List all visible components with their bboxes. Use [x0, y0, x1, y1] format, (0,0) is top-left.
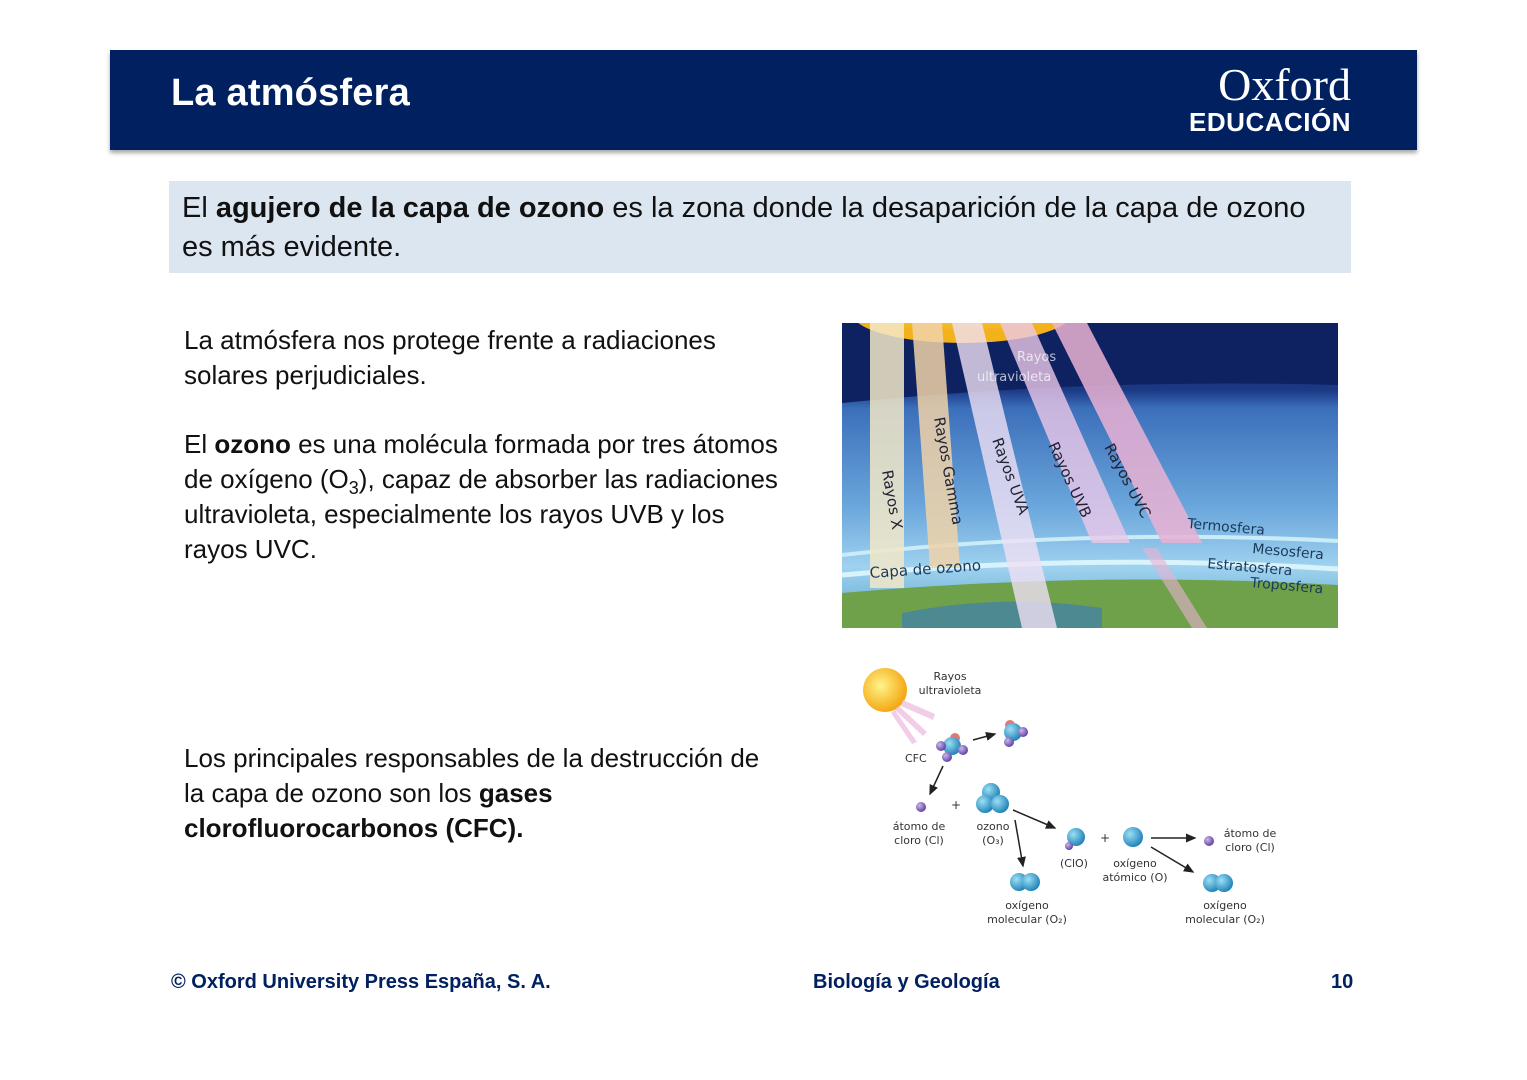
svg-text:Estratosfera: Estratosfera: [1207, 556, 1293, 579]
paragraph-protection: La atmósfera nos protege frente a radiac…: [184, 325, 716, 390]
paragraph-cfc: Los principales responsables de la destr…: [184, 741, 784, 846]
callout-prefix: El: [182, 192, 216, 224]
p2-bold: ozono: [214, 429, 291, 459]
svg-text:molecular (O₂): molecular (O₂): [1185, 913, 1265, 926]
svg-text:oxígeno: oxígeno: [1203, 899, 1247, 912]
svg-text:CFC: CFC: [905, 752, 927, 765]
svg-text:molecular (O₂): molecular (O₂): [987, 913, 1067, 926]
svg-text:oxígeno: oxígeno: [1113, 857, 1157, 870]
svg-text:ozono: ozono: [977, 820, 1010, 833]
footer-subject: Biología y Geología: [813, 971, 1000, 993]
footer-copyright: © Oxford University Press España, S. A.: [171, 971, 551, 993]
svg-text:atómico (O): atómico (O): [1102, 871, 1167, 884]
slide-title: La atmósfera: [171, 72, 410, 114]
definition-callout: El agujero de la capa de ozono es la zon…: [169, 181, 1351, 273]
svg-text:ultravioleta: ultravioleta: [919, 684, 982, 697]
atmosphere-radiation-figure: Rayos ultravioleta Rayos X Rayos Gamma R…: [842, 323, 1338, 628]
p3-bold: gases clorofluorocarbonos (CFC).: [184, 778, 553, 843]
svg-text:+: +: [1100, 831, 1110, 845]
p2-middle: es una molécula formada por tres átomos …: [184, 429, 778, 494]
logo-brand: Oxford: [1218, 59, 1351, 110]
svg-text:átomo de: átomo de: [1224, 827, 1277, 840]
uv-label-1: Rayos: [1017, 350, 1056, 365]
p2-prefix: El: [184, 429, 215, 459]
svg-text:Termosfera: Termosfera: [1186, 516, 1266, 539]
callout-bold: agujero de la capa de ozono: [215, 192, 605, 224]
svg-text:cloro (Cl): cloro (Cl): [894, 834, 944, 847]
svg-text:Mesosfera: Mesosfera: [1252, 541, 1325, 563]
callout-suffix: es la zona donde la desaparición de la c…: [182, 192, 1306, 263]
cfc-reaction-diagram: Rayos ultravioleta CFC + átomo de cloro …: [855, 662, 1285, 937]
svg-text:(ClO): (ClO): [1060, 857, 1088, 870]
svg-text:oxígeno: oxígeno: [1005, 899, 1049, 912]
logo-sub: EDUCACIÓN: [1189, 107, 1351, 137]
svg-text:(O₃): (O₃): [982, 834, 1004, 847]
svg-text:+: +: [951, 798, 961, 812]
page-number: 10: [1331, 971, 1354, 993]
svg-text:cloro (Cl): cloro (Cl): [1225, 841, 1275, 854]
svg-text:ultravioleta: ultravioleta: [977, 370, 1051, 385]
svg-text:Troposfera: Troposfera: [1249, 575, 1324, 597]
p2-suffix: ), capaz de absorber las radiaciones ult…: [184, 464, 778, 564]
paragraph-ozone: El ozono es una molécula formada por tre…: [184, 427, 784, 567]
p2-sub: 3: [348, 478, 359, 499]
oxford-logo: Oxford EDUCACIÓN: [1189, 59, 1351, 137]
p3-prefix: Los principales responsables de la destr…: [184, 743, 760, 808]
slide-header: La atmósfera Oxford EDUCACIÓN: [110, 50, 1417, 150]
svg-text:Rayos: Rayos: [933, 670, 966, 683]
svg-text:átomo de: átomo de: [893, 820, 946, 833]
